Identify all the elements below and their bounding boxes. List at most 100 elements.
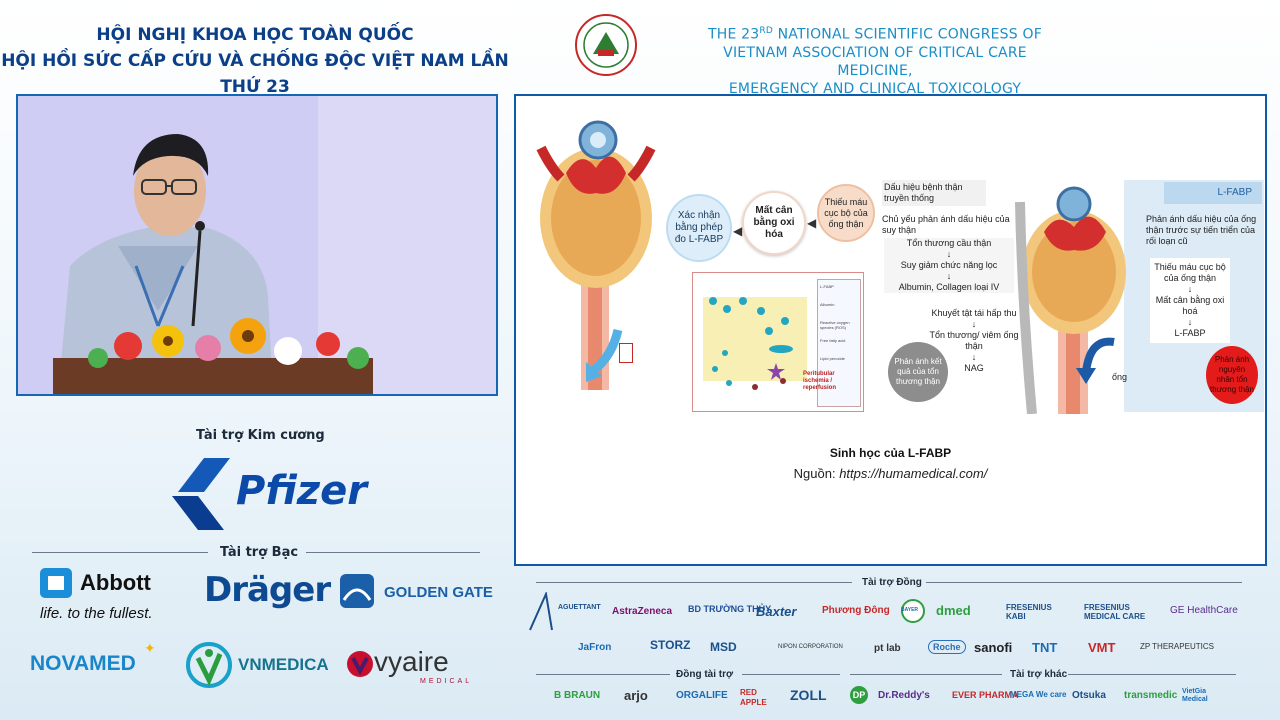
bronze-11-jafron: JaFron: [578, 642, 612, 653]
title-en-line3: EMERGENCY AND CLINICAL TOXICOLOGY: [728, 80, 1022, 97]
figure-caption: Sinh học của L-FABP: [829, 446, 952, 460]
other-6-transmedic: transmedic: [1124, 690, 1178, 701]
legend-item-4: Free fatty acid: [820, 338, 846, 343]
arrow-left-2-icon: ◀: [807, 216, 817, 230]
down-arrow-4-icon: ↓: [971, 352, 977, 362]
bronze-10-ge: GE HealthCare: [1170, 605, 1238, 616]
bronze-14-nipon: NIPON CORPORATION: [778, 644, 843, 650]
vnmedica-logo: VNMEDICA: [238, 655, 329, 674]
other-3-everpharma: EVER PHARMA: [952, 690, 1019, 700]
lfabp-step-2: Mất cân bằng oxi hoá: [1155, 295, 1225, 316]
source-link[interactable]: https://humamedical.com/: [839, 466, 988, 481]
red-cause-bubble: Phản ánh nguyên nhân tổn thương thận: [1206, 346, 1258, 404]
silver-rule-left: [32, 552, 208, 553]
legend-item-5: Lipid peroxide: [820, 356, 845, 361]
lfabp-steps: Thiếu máu cục bộ của ống thận ↓ Mất cân …: [1150, 258, 1230, 343]
novamed-logo: NOVAMED: [30, 652, 136, 675]
kidney-nephron-illustration-left: [536, 120, 656, 390]
traditional-markers-title: Dấu hiệu bệnh thận truyền thống: [882, 180, 986, 206]
bubble-confirm-lfabp: Xác nhận bằng phép đo L-FABP: [666, 194, 732, 262]
bronze-13-msd: MSD: [710, 640, 737, 654]
congress-title-en: THE 23RD NATIONAL SCIENTIFIC CONGRESS OF…: [690, 22, 1060, 98]
co-4-redapple: RED APPLE: [740, 688, 767, 707]
bubble-confirm-text: Xác nhận bằng phép đo L-FABP: [674, 210, 724, 245]
silver-rule-right: [306, 552, 480, 553]
congress-title-vn-line2: HỘI HỒI SỨC CẤP CỨU VÀ CHỐNG ĐỘC VIỆT NA…: [1, 51, 509, 97]
legend-item-2: Albumin: [820, 302, 835, 307]
bronze-3-bd: BD TRƯỜNG THỦY: [688, 604, 772, 614]
pfizer-logo-icon: [172, 458, 230, 530]
tubular-step-1: Khuyết tật tái hấp thu: [931, 308, 1017, 318]
co-5-zoll: ZOLL: [790, 687, 827, 703]
bayer-logo-icon: [901, 599, 925, 623]
tubular-step-3: NAG: [964, 363, 984, 373]
other-2-drreddys: Dr.Reddy's: [878, 690, 930, 701]
speaker-photo: [18, 96, 496, 394]
drager-logo: Dräger: [204, 570, 331, 610]
congress-title-vn-line1: HỘI NGHỊ KHOA HỌC TOÀN QUỐC: [96, 25, 414, 45]
zoom-marker: [619, 343, 633, 363]
co-3-orgalife: ORGALIFE: [676, 690, 728, 701]
bronze-16-roche: Roche: [928, 640, 966, 654]
kidney-nephron-illustration-right: [1015, 186, 1126, 414]
cell-molecules: [709, 297, 793, 390]
other-rule-right: [1068, 674, 1236, 675]
aguettant-logo-icon: [529, 592, 553, 631]
bronze-rule-right: [926, 582, 1242, 583]
red-cause-text: Phản ánh nguyên nhân tổn thương thận: [1210, 355, 1254, 394]
novamed-star-icon: ✦: [144, 640, 156, 656]
bronze-5-phuong-dong: Phương Đông: [822, 605, 890, 616]
bronze-sponsor-title: Tài trợ Đồng: [862, 577, 922, 588]
tubular-step-2: Tổn thương/ viêm ống thận: [929, 330, 1019, 351]
lfabp-panel-header: L-FABP: [1164, 182, 1262, 204]
arrow-left-1-icon: ◀: [733, 224, 743, 238]
golden-gate-logo-icon: [340, 574, 374, 608]
down-arrow-2-icon: ↓: [946, 271, 952, 281]
abbott-logo: Abbott: [80, 570, 151, 595]
lfabp-step-1: Thiếu máu cục bộ của ống thận: [1154, 262, 1226, 283]
bronze-17-sanofi: sanofi: [974, 640, 1013, 655]
other-5-otsuka: Otsuka: [1072, 690, 1106, 701]
abbott-tagline: life. to the fullest.: [40, 605, 153, 622]
bronze-6-bayer: BAYER: [901, 607, 919, 613]
bronze-12-storz: STORZ: [650, 638, 691, 652]
down-arrow-3-icon: ↓: [971, 319, 977, 329]
speaker-video[interactable]: [16, 94, 498, 396]
co-sponsor-title: Đồng tài trợ: [676, 669, 734, 680]
bubble-oxidative-text: Mất cân bằng oxi hóa: [753, 205, 795, 240]
abbott-logo-icon: [40, 568, 72, 598]
down-arrow-6-icon: ↓: [1187, 317, 1193, 327]
bubble-oxidative: Mất cân bằng oxi hóa: [742, 191, 806, 255]
other-7-vietgia: VietGia Medical: [1182, 688, 1208, 703]
grey-result-bubble: Phản ánh kết quả của tổn thương thận: [888, 342, 948, 402]
flow-arrow-left-icon: [586, 328, 623, 382]
co-2-arjo: arjo: [624, 688, 648, 703]
ros-star-icon: [767, 363, 785, 380]
bronze-8-fresenius-kabi: FRESENIUS KABI: [1006, 603, 1052, 621]
tubular-steps: Khuyết tật tái hấp thu ↓ Tổn thương/ viê…: [928, 308, 1020, 374]
bronze-20-zp: ZP THERAPEUTICS: [1140, 642, 1214, 651]
title-en-prefix: THE 23: [708, 26, 760, 43]
glomerular-step-3: Albumin, Collagen loại IV: [898, 282, 1000, 292]
co-1-bbraun: B BRAUN: [554, 690, 601, 701]
co-rule-right: [742, 674, 840, 675]
vyaire-sub: MEDICAL: [420, 678, 473, 685]
co-rule-left: [536, 674, 670, 675]
other-1-dp: DP: [850, 686, 868, 704]
bronze-2-astrazeneca: AstraZeneca: [612, 606, 673, 617]
bronze-1-aguettant: AGUETTANT: [558, 604, 601, 611]
golden-gate-logo: GOLDEN GATE: [384, 584, 493, 601]
other-4-mega: MEGA We care: [1010, 690, 1067, 699]
bronze-rule-left: [536, 582, 852, 583]
title-en-line2: VIETNAM ASSOCIATION OF CRITICAL CARE MED…: [723, 44, 1027, 79]
other-sponsor-title: Tài trợ khác: [1010, 669, 1068, 680]
flow-arrow-right-icon: [1076, 337, 1115, 384]
cell-inset: L-FABP Albumin Reactive oxygen species (…: [692, 272, 864, 412]
cell-body: [703, 297, 807, 381]
bronze-15-ptlab: pt lab: [874, 643, 901, 654]
inset-caption: Peritubular ischemia / reperfusion: [803, 371, 837, 391]
mid-subtitle: Chủ yếu phản ánh dấu hiệu của suy thận: [882, 214, 1010, 235]
congress-title-vn: HỘI NGHỊ KHOA HỌC TOÀN QUỐC HỘI HỒI SỨC …: [0, 22, 510, 100]
pfizer-logo: Pfizer: [236, 468, 367, 514]
vyaire-logo-icon: [347, 651, 373, 677]
